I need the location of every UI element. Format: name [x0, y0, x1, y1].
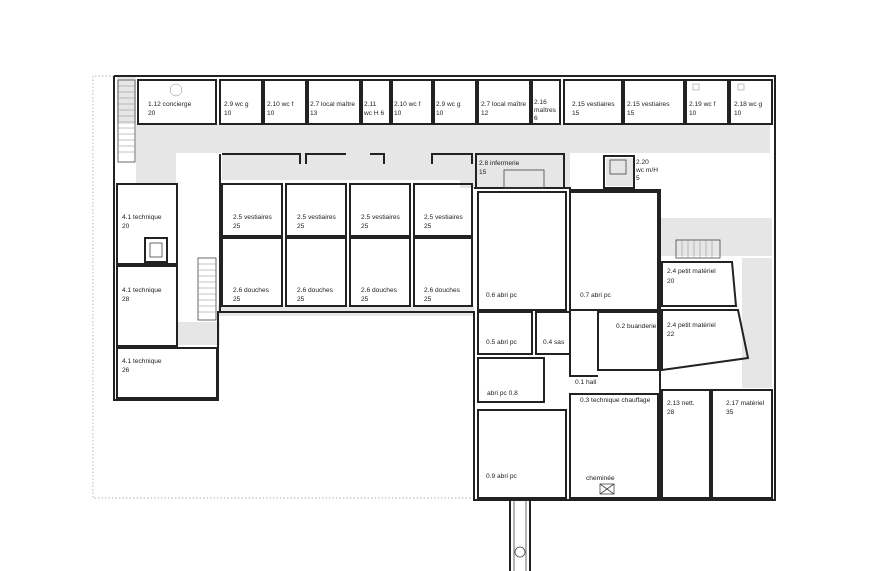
corridor-fill: [117, 76, 772, 388]
room-label: 0.6 abri pc: [486, 292, 517, 299]
stair-mid: [197, 257, 217, 321]
east-rooms: [661, 261, 773, 499]
room-label: 0.9 abri pc: [486, 473, 517, 480]
room-label: 0.1 hall: [575, 379, 597, 386]
north-rooms: [137, 79, 773, 125]
room-label: 0.2 buanderie: [616, 323, 657, 330]
infirmary-block: [475, 153, 635, 189]
stair-east: [675, 239, 721, 259]
site-boundary: [92, 75, 472, 499]
room-label: 0.4 sas: [543, 339, 565, 346]
chimney-shaft: [509, 500, 531, 571]
room-label: 0.3 technique chauffage: [580, 397, 651, 404]
technical-rooms: [116, 183, 218, 399]
room-label: cheminée: [586, 475, 615, 482]
room-label: 0.5 abri pc: [486, 339, 517, 346]
stair-west: [117, 79, 136, 163]
locker-block: [219, 153, 473, 312]
room-label: 0.7 abri pc: [580, 292, 611, 299]
room-label: abri pc 0.8: [487, 390, 518, 397]
outer-walls: [113, 75, 776, 501]
shelter-block: [477, 191, 659, 499]
room-label: 2.13 nett.28: [667, 400, 695, 416]
